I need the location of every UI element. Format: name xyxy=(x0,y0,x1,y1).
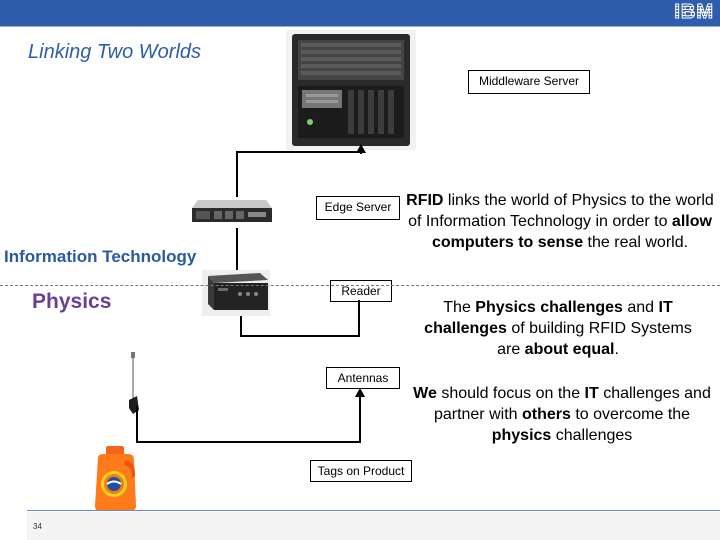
ibm-logo: IBM xyxy=(674,1,714,24)
text-run: challenges xyxy=(551,427,633,444)
page-title: Linking Two Worlds xyxy=(28,41,202,63)
connector-line xyxy=(240,316,242,336)
focus-statement: We should focus on the IT challenges and… xyxy=(404,383,720,446)
edge-server-label: Edge Server xyxy=(316,196,400,220)
text-run: The xyxy=(443,299,476,316)
text-run: about equal xyxy=(524,341,615,358)
zone-divider xyxy=(0,285,720,286)
text-run: allow computers to sense xyxy=(431,213,712,251)
connector-line xyxy=(136,406,138,442)
antenna-image xyxy=(129,352,139,414)
text-run: and xyxy=(622,299,659,316)
connector-line xyxy=(358,300,360,337)
tide-product-image xyxy=(95,446,136,511)
text-run: We xyxy=(413,385,437,402)
antennas-label: Antennas xyxy=(326,367,400,389)
edge-server-image xyxy=(192,200,272,222)
text-run: IT xyxy=(584,385,599,402)
text-run: the real world. xyxy=(583,234,689,251)
connector-line xyxy=(236,151,238,197)
text-run: should focus on the xyxy=(436,385,585,402)
information-technology-label: Information Technology xyxy=(4,247,197,266)
footer-rule xyxy=(27,510,720,511)
physics-label: Physics xyxy=(32,290,112,313)
connector-line xyxy=(136,441,361,443)
header-bar: IBM xyxy=(0,0,720,27)
challenges-statement: The Physics challenges and IT challenges… xyxy=(420,297,696,360)
text-run: challenges and partner with xyxy=(433,385,711,423)
text-run: of building RFID Systems are xyxy=(497,320,692,358)
tags-on-product-label: Tags on Product xyxy=(310,460,412,482)
reader-image xyxy=(202,270,270,316)
text-run: IT challenges xyxy=(424,299,673,337)
text-run: physics xyxy=(491,427,552,444)
arrowhead xyxy=(356,144,366,153)
connector-line xyxy=(359,396,361,443)
middleware-server-label: Middleware Server xyxy=(468,70,590,94)
text-run: Physics challenges xyxy=(475,299,623,316)
connector-line xyxy=(236,151,361,153)
reader-label: Reader xyxy=(330,280,392,302)
text-run: RFID xyxy=(406,192,444,209)
text-run: to overcome the xyxy=(570,406,691,423)
connector-line xyxy=(240,335,360,337)
text-run: . xyxy=(614,341,619,358)
text-run: others xyxy=(521,406,571,423)
arrowhead xyxy=(355,388,365,397)
footer-bar xyxy=(27,512,720,540)
rfid-description: RFID links the world of Physics to the w… xyxy=(404,190,716,253)
connector-line xyxy=(360,152,362,154)
page-number: 34 xyxy=(33,522,42,531)
text-run: links the world of Physics to the world … xyxy=(408,192,714,230)
middleware-server-image xyxy=(286,30,416,150)
connector-line xyxy=(236,228,238,270)
